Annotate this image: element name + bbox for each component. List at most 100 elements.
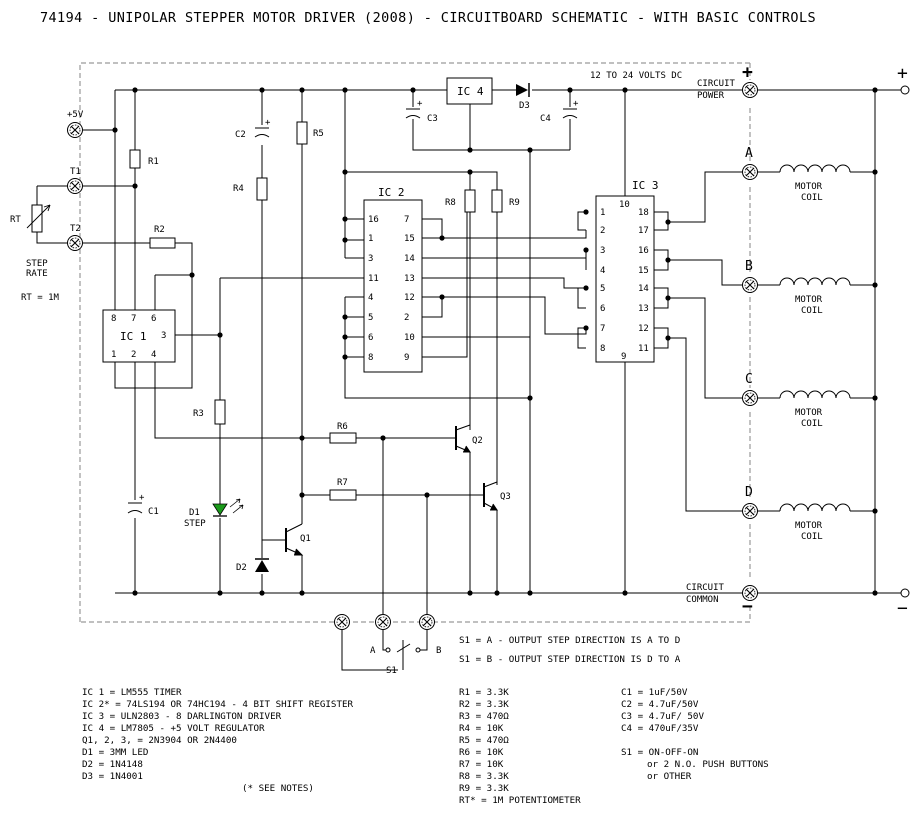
- supply-voltage-label: 12 TO 24 VOLTS DC: [590, 71, 682, 81]
- r2-label: R2: [154, 225, 165, 235]
- c2-plus: +: [265, 118, 271, 128]
- ic2-pin: 5: [368, 313, 373, 323]
- c1-plus: +: [139, 493, 145, 503]
- diode-d3: [516, 83, 530, 97]
- terminal-output-d[interactable]: [741, 502, 759, 520]
- external-minus-sign: −: [897, 598, 908, 619]
- ic2-pin: 10: [404, 333, 415, 343]
- ic1-pin: 6: [151, 314, 156, 324]
- external-positive-terminal[interactable]: [900, 85, 910, 95]
- terminal-s1-b[interactable]: [418, 613, 436, 631]
- resistor-note: RT* = 1M POTENTIOMETER: [459, 795, 581, 806]
- potentiometer-rt: [26, 204, 51, 233]
- ic3-pin: 8: [600, 344, 605, 354]
- capacitor-c4: [562, 108, 578, 119]
- output-c-label: C: [745, 372, 753, 387]
- terminal-t1[interactable]: [66, 177, 84, 195]
- ic3-pin: 18: [638, 208, 649, 218]
- ic2-label: IC 2: [378, 186, 405, 199]
- external-negative-terminal[interactable]: [900, 588, 910, 598]
- ic1-timer: [102, 309, 176, 363]
- ic4-regulator: [446, 77, 493, 105]
- resistor-note: R6 = 10K: [459, 747, 504, 758]
- terminal-output-c[interactable]: [741, 389, 759, 407]
- output-a-label: A: [745, 146, 753, 161]
- d1-label: D1: [189, 508, 200, 518]
- resistor-r8: [464, 189, 476, 213]
- switch-type-notes: S1 = ON-OFF-ON or 2 N.O. PUSH BUTTONS or…: [621, 747, 769, 782]
- resistor-r2: [149, 237, 176, 249]
- d1-sublabel: STEP: [184, 519, 206, 529]
- switch-note: S1 = B - OUTPUT STEP DIRECTION IS D TO A: [459, 654, 681, 665]
- terminal-output-b[interactable]: [741, 276, 759, 294]
- circuitboard-outline: [79, 62, 751, 623]
- resistor-note: R8 = 3.3K: [459, 771, 509, 782]
- terminal-5v[interactable]: [66, 121, 84, 139]
- coil-label: MOTOR: [795, 521, 823, 531]
- ic3-pin: 11: [638, 344, 649, 354]
- switch-note: S1 = A - OUTPUT STEP DIRECTION IS A TO D: [459, 635, 680, 646]
- ic1-pin: 3: [161, 331, 166, 341]
- ic1-pin: 4: [151, 350, 156, 360]
- q1-label: Q1: [300, 534, 311, 544]
- ic2-shift-register: [363, 199, 423, 373]
- terminal-5v-label: +5V: [67, 110, 84, 120]
- s1-label: S1: [386, 666, 397, 676]
- rt-label: RT: [10, 215, 21, 225]
- terminal-t2[interactable]: [66, 234, 84, 252]
- capacitor-note: C1 = 1uF/50V: [621, 687, 688, 698]
- ic3-pin: 2: [600, 226, 605, 236]
- terminal-s1-common[interactable]: [333, 613, 351, 631]
- ic3-pin: 14: [638, 284, 649, 294]
- terminal-circuit-power[interactable]: [741, 81, 759, 99]
- d3-label: D3: [519, 101, 530, 111]
- ic1-pin: 7: [131, 314, 136, 324]
- c4-plus: +: [573, 99, 579, 109]
- c2-label: C2: [235, 130, 246, 140]
- coil-label: COIL: [801, 306, 823, 316]
- ic1-label: IC 1: [120, 330, 147, 343]
- terminal-output-a[interactable]: [741, 163, 759, 181]
- switch-b-label: B: [436, 646, 441, 656]
- c3-label: C3: [427, 114, 438, 124]
- circuit-power-label: CIRCUIT: [697, 79, 736, 89]
- r5-label: R5: [313, 129, 324, 139]
- r8-label: R8: [445, 198, 456, 208]
- ic1-pin: 8: [111, 314, 116, 324]
- ic2-pin: 3: [368, 254, 373, 264]
- led-d1: [212, 498, 244, 517]
- ic1-pin: 1: [111, 350, 116, 360]
- ic3-pin: 9: [621, 352, 626, 362]
- ic-note: Q1, 2, 3, = 2N3904 OR 2N4400: [82, 735, 237, 746]
- capacitor-notes: C1 = 1uF/50V C2 = 4.7uF/50V C3 = 4.7uF/ …: [621, 687, 704, 734]
- resistor-notes: R1 = 3.3K R2 = 3.3K R3 = 470Ω R4 = 10K R…: [459, 687, 581, 806]
- ic2-pin: 12: [404, 293, 415, 303]
- terminal-s1-a[interactable]: [374, 613, 392, 631]
- plus-sign: +: [742, 62, 753, 83]
- r4-label: R4: [233, 184, 244, 194]
- see-notes: (* SEE NOTES): [242, 783, 314, 794]
- wiring: [36, 89, 905, 671]
- motor-coil-c: [779, 390, 851, 399]
- r3-label: R3: [193, 409, 204, 419]
- transistor-q1: [262, 523, 304, 556]
- ic3-pin: 16: [638, 246, 649, 256]
- coil-label: COIL: [801, 532, 823, 542]
- resistor-note: R1 = 3.3K: [459, 687, 509, 698]
- r6-label: R6: [337, 422, 348, 432]
- rt-value-label: RT = 1M: [21, 293, 60, 303]
- resistor-note: R3 = 470Ω: [459, 711, 509, 722]
- coil-label: MOTOR: [795, 408, 823, 418]
- ic2-pin: 16: [368, 215, 379, 225]
- resistor-r7: [329, 489, 357, 501]
- circuit-common-label: CIRCUIT: [686, 583, 725, 593]
- ic4-label: IC 4: [457, 85, 484, 98]
- coil-label: COIL: [801, 419, 823, 429]
- s1-leads: [382, 630, 428, 651]
- resistor-note: R4 = 10K: [459, 723, 504, 734]
- transistor-q2: [447, 424, 471, 453]
- ic3-pin: 17: [638, 226, 649, 236]
- junctions: [112, 87, 878, 596]
